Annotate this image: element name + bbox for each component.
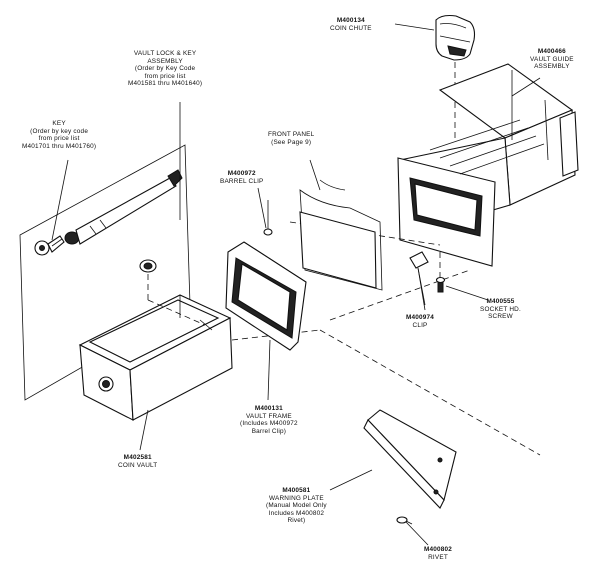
clip-name: CLIP [412, 321, 428, 329]
front-panel-icon [299, 179, 383, 291]
front-panel-line-2: (See Page 9) [271, 138, 312, 146]
rivet-part-number: M400802 [424, 546, 453, 553]
warning-plate-label: M400581 WARNING PLATE (Manual Model Only… [266, 487, 327, 525]
barrel-clip-label: M400972 BARREL CLIP [220, 170, 264, 185]
lock-cylinder-icon [64, 169, 183, 245]
coin-vault-icon [78, 294, 233, 421]
coin-chute-part-number: M400134 [336, 17, 365, 24]
key-line-4: M401701 thru M401760) [22, 142, 97, 150]
vault-lock-line-2: ASSEMBLY [147, 57, 183, 65]
vault-lock-line-5: M401581 thru M401640) [128, 80, 203, 88]
front-panel-line-1: FRONT PANEL [268, 131, 315, 138]
clip-label: M400974 CLIP [406, 314, 434, 329]
coin-vault-part-number: M402581 [123, 454, 152, 461]
coin-chute-name: COIN CHUTE [330, 24, 372, 32]
coin-chute-label: M400134 COIN CHUTE [330, 17, 372, 32]
rivet-label: M400802 RIVET [424, 546, 452, 561]
vault-frame-line-2: (Includes M400972 [240, 420, 298, 428]
vault-lock-line-3: (Order by Key Code [134, 65, 196, 73]
socket-screw-line-2: SCREW [488, 313, 513, 321]
rivet-icon [396, 516, 413, 525]
warning-plate-icon [363, 409, 457, 509]
socket-screw-part-number: M400555 [486, 298, 515, 305]
warning-plate-line-1: WARNING PLATE [269, 494, 324, 502]
coin-vault-label: M402581 COIN VAULT [118, 454, 157, 469]
vault-lock-label: VAULT LOCK & KEY ASSEMBLY (Order by Key … [128, 50, 202, 88]
socket-screw-icon [435, 252, 446, 293]
barrel-clip-name: BARREL CLIP [220, 177, 264, 185]
leader-lines [51, 23, 541, 546]
vault-lock-line-1: VAULT LOCK & KEY [133, 50, 197, 57]
vault-guide-name-line-1: VAULT GUIDE [530, 55, 574, 63]
vault-frame-line-3: Barrel Clip) [251, 427, 287, 435]
key-line-1: KEY [52, 120, 66, 127]
socket-screw-line-1: SOCKET HD. [480, 305, 521, 313]
socket-screw-label: M400555 SOCKET HD. SCREW [480, 298, 521, 321]
key-icon [34, 235, 65, 256]
rivet-name: RIVET [428, 553, 448, 561]
front-panel-label: FRONT PANEL (See Page 9) [268, 131, 314, 146]
vault-frame-label: M400131 VAULT FRAME (Includes M400972 Ba… [240, 405, 298, 435]
vault-guide-name-line-2: ASSEMBLY [534, 63, 570, 71]
coin-vault-name: COIN VAULT [118, 461, 158, 469]
vault-frame-icon [225, 241, 307, 351]
warning-plate-part-number: M400581 [282, 487, 311, 494]
barrel-clip-part-number: M400972 [227, 170, 256, 177]
vault-guide-part-number: M400466 [537, 48, 566, 55]
warning-plate-line-2: (Manual Model Only [266, 502, 327, 510]
coin-chute-icon [435, 14, 476, 61]
vault-guide-assembly-icon [397, 63, 579, 267]
vault-frame-part-number: M400131 [254, 405, 283, 412]
vault-frame-line-1: VAULT FRAME [245, 412, 292, 420]
warning-plate-line-3: Includes M400802 [268, 509, 325, 517]
vault-guide-label: M400466 VAULT GUIDE ASSEMBLY [530, 48, 574, 71]
key-line-2: (Order by key code [30, 127, 89, 135]
warning-plate-line-4: Rivet) [287, 517, 306, 525]
key-line-3: from price list [38, 135, 80, 143]
key-label: KEY (Order by key code from price list M… [22, 120, 96, 150]
barrel-clip-icon [263, 200, 273, 236]
clip-part-number: M400974 [406, 314, 435, 321]
clip-icon [409, 251, 429, 311]
lock-nut-icon [139, 259, 157, 273]
vault-lock-line-4: from price list [144, 72, 186, 80]
